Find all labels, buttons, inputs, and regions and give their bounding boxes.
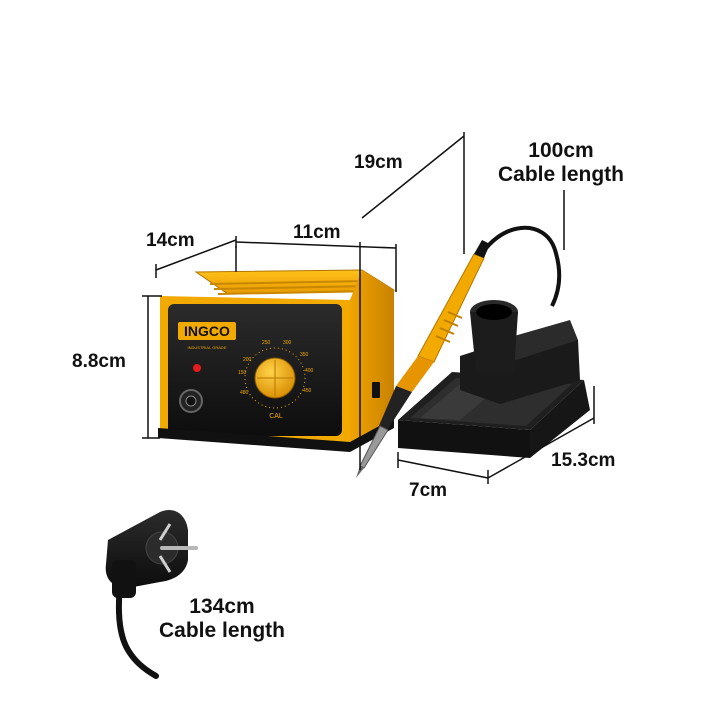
svg-text:450: 450 (303, 388, 312, 394)
station-height-label: 8.8cm (72, 351, 126, 372)
iron-cable-label: Cable length (497, 163, 624, 186)
power-cable-length: 134cm (189, 595, 255, 618)
iron-cable-caption: 100cm Cable length (488, 139, 634, 187)
power-cable-caption: 134cm Cable length (148, 595, 296, 643)
iron-socket (179, 389, 203, 413)
svg-text:400: 400 (305, 368, 314, 374)
soldering-station: INGCO INDUSTRIAL GRADE 200 150 250 300 3… (158, 269, 396, 452)
stand-length-label: 15.3cm (551, 450, 616, 471)
svg-text:250: 250 (262, 340, 271, 346)
brand-logo-subtext: INDUSTRIAL GRADE (188, 345, 227, 350)
soldering-iron (356, 240, 490, 478)
dimension-lines (142, 132, 595, 484)
iron-stand (398, 300, 590, 458)
cal-label: CAL (269, 413, 283, 420)
power-plug (105, 510, 198, 679)
stand-width-label: 7cm (409, 480, 448, 501)
temperature-dial[interactable]: 200 150 250 300 350 400 450 480 (238, 340, 314, 409)
svg-text:350: 350 (300, 352, 309, 358)
power-led (193, 364, 201, 372)
svg-text:150: 150 (238, 370, 247, 376)
power-cable-label: Cable length (158, 619, 285, 642)
iron-cable-length: 100cm (528, 139, 594, 162)
station-depth-label: 14cm (146, 230, 195, 251)
svg-text:300: 300 (283, 340, 292, 346)
brand-logo (178, 322, 236, 340)
iron-length-label: 19cm (354, 152, 403, 173)
brand-logo-text: INGCO (184, 323, 230, 339)
svg-text:200: 200 (243, 357, 252, 363)
power-switch[interactable] (372, 382, 380, 398)
iron-cable (476, 225, 562, 307)
station-width-label: 11cm (293, 222, 341, 243)
svg-text:480: 480 (240, 390, 249, 396)
